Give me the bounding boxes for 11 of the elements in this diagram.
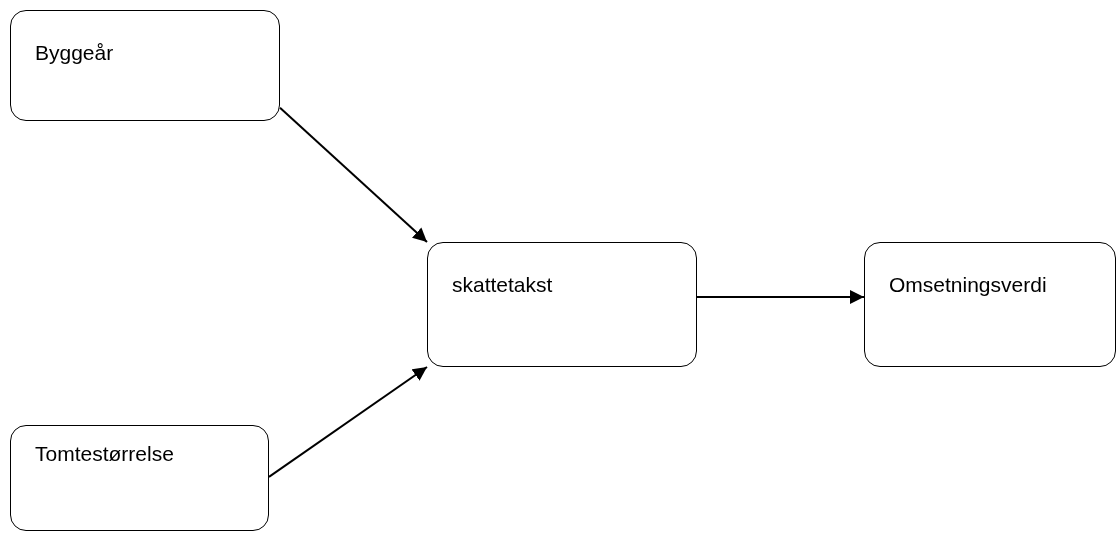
arrow (279, 106, 428, 243)
arrow (268, 366, 428, 478)
process-box (10, 10, 280, 121)
box-label: Tomtestørrelse (35, 441, 175, 467)
process-box (10, 425, 269, 531)
process-box (864, 242, 1116, 367)
box-label: skattetakst (452, 272, 554, 298)
arrow (696, 290, 865, 304)
box-label: Omsetningsverdi (889, 272, 1048, 298)
process-box (427, 242, 697, 367)
box-label: Byggeår (35, 40, 115, 66)
